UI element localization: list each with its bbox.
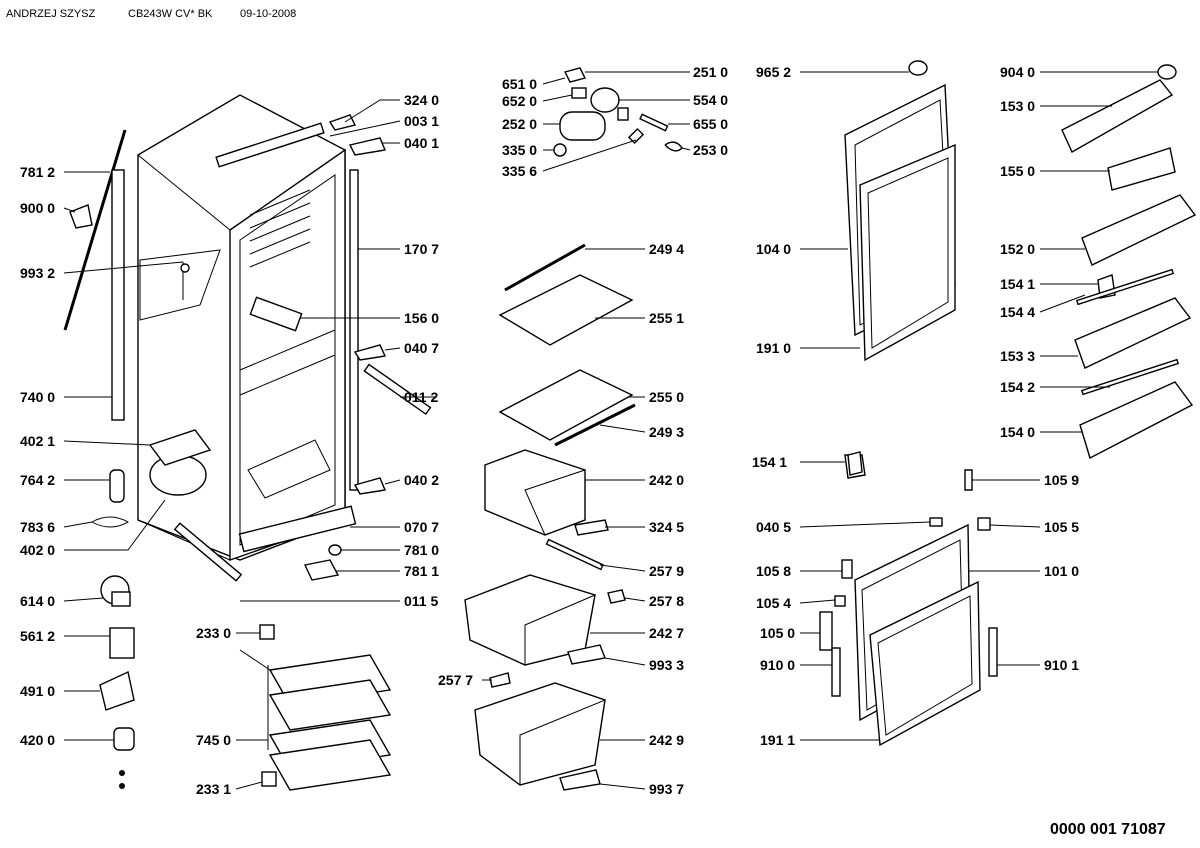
part-label: 783 6: [20, 519, 55, 535]
part-label: 614 0: [20, 593, 55, 609]
part-label: 233 1: [196, 781, 231, 797]
drawers-drawing: [464, 449, 626, 791]
part-label: 105 8: [756, 563, 791, 579]
part-label: 242 0: [649, 472, 684, 488]
cabinet-accessories-drawing: [173, 114, 432, 787]
part-label: 965 2: [756, 64, 791, 80]
part-label: 170 7: [404, 241, 439, 257]
part-label: 105 5: [1044, 519, 1079, 535]
part-label: 324 0: [404, 92, 439, 108]
part-label: 011 5: [404, 593, 438, 609]
part-label: 993 7: [649, 781, 684, 797]
part-label: 156 0: [404, 310, 439, 326]
part-label: 781 0: [404, 542, 439, 558]
document-number: 0000 001 71087: [1050, 821, 1166, 838]
part-label: 191 1: [760, 732, 795, 748]
part-label: 104 0: [756, 241, 791, 257]
part-label: 745 0: [196, 732, 231, 748]
part-label: 257 7: [438, 672, 473, 688]
part-label: 249 3: [649, 424, 684, 440]
part-label: 781 1: [404, 563, 439, 579]
part-label: 904 0: [1000, 64, 1035, 80]
part-label: 740 0: [20, 389, 55, 405]
part-label: 154 0: [1000, 424, 1035, 440]
part-label: 154 1: [752, 454, 787, 470]
part-label: 153 3: [1000, 348, 1035, 364]
part-label: 105 9: [1044, 472, 1079, 488]
thermostat-parts-drawing: [553, 67, 683, 157]
part-label: 154 1: [1000, 276, 1035, 292]
part-label: 651 0: [502, 76, 537, 92]
part-label: 233 0: [196, 625, 231, 641]
part-label: 554 0: [693, 92, 728, 108]
part-label: 257 9: [649, 563, 684, 579]
part-label: 242 9: [649, 732, 684, 748]
part-label: 153 0: [1000, 98, 1035, 114]
freezer-grates-drawing: [249, 189, 311, 268]
part-label: 105 0: [760, 625, 795, 641]
part-label: 255 1: [649, 310, 684, 326]
part-label: 249 4: [649, 241, 684, 257]
part-label: 910 1: [1044, 657, 1079, 673]
part-label: 011 2: [404, 389, 438, 405]
part-label: 040 1: [404, 135, 439, 151]
part-label: 561 2: [20, 628, 55, 644]
part-label: 040 5: [756, 519, 791, 535]
part-label: 155 0: [1000, 163, 1035, 179]
part-label: 070 7: [404, 519, 439, 535]
part-label: 324 5: [649, 519, 684, 535]
part-label: 993 2: [20, 265, 55, 281]
part-label: 242 7: [649, 625, 684, 641]
part-label: 252 0: [502, 116, 537, 132]
left-side-parts-drawing: [63, 129, 212, 789]
glass-shelves-drawing: [498, 243, 636, 447]
part-label: 781 2: [20, 164, 55, 180]
leader-lines: [63, 71, 1158, 790]
part-label: 040 7: [404, 340, 439, 356]
part-label: 101 0: [1044, 563, 1079, 579]
fridge-door-drawing: [819, 454, 998, 747]
part-label: 420 0: [20, 732, 55, 748]
part-label: 040 2: [404, 472, 439, 488]
part-label: 491 0: [20, 683, 55, 699]
door-accessories-drawing: [847, 64, 1197, 476]
part-label: 652 0: [502, 93, 537, 109]
part-label: 764 2: [20, 472, 55, 488]
header-author: ANDRZEJ SZYSZ: [6, 8, 96, 20]
part-label: 191 0: [756, 340, 791, 356]
part-label: 402 1: [20, 433, 55, 449]
part-label: 154 2: [1000, 379, 1035, 395]
part-label: 154 4: [1000, 304, 1035, 320]
part-label: 993 3: [649, 657, 684, 673]
part-label: 152 0: [1000, 241, 1035, 257]
part-label: 655 0: [693, 116, 728, 132]
part-label: 257 8: [649, 593, 684, 609]
part-label: 003 1: [404, 113, 439, 129]
part-label: 255 0: [649, 389, 684, 405]
header-date: 09-10-2008: [240, 8, 297, 20]
part-label: 105 4: [756, 595, 791, 611]
part-label: 910 0: [760, 657, 795, 673]
part-label: 335 6: [502, 163, 537, 179]
part-label: 402 0: [20, 542, 55, 558]
part-labels: 781 2 900 0 993 2 740 0 402 1 764 2 783 …: [20, 64, 1166, 838]
freezer-door-drawing: [844, 60, 956, 362]
header-model: CB243W CV* BK: [128, 8, 213, 20]
part-label: 251 0: [693, 64, 728, 80]
part-label: 900 0: [20, 200, 55, 216]
part-label: 253 0: [693, 142, 728, 158]
part-label: 335 0: [502, 142, 537, 158]
wire-shelves-drawing: [239, 649, 392, 791]
